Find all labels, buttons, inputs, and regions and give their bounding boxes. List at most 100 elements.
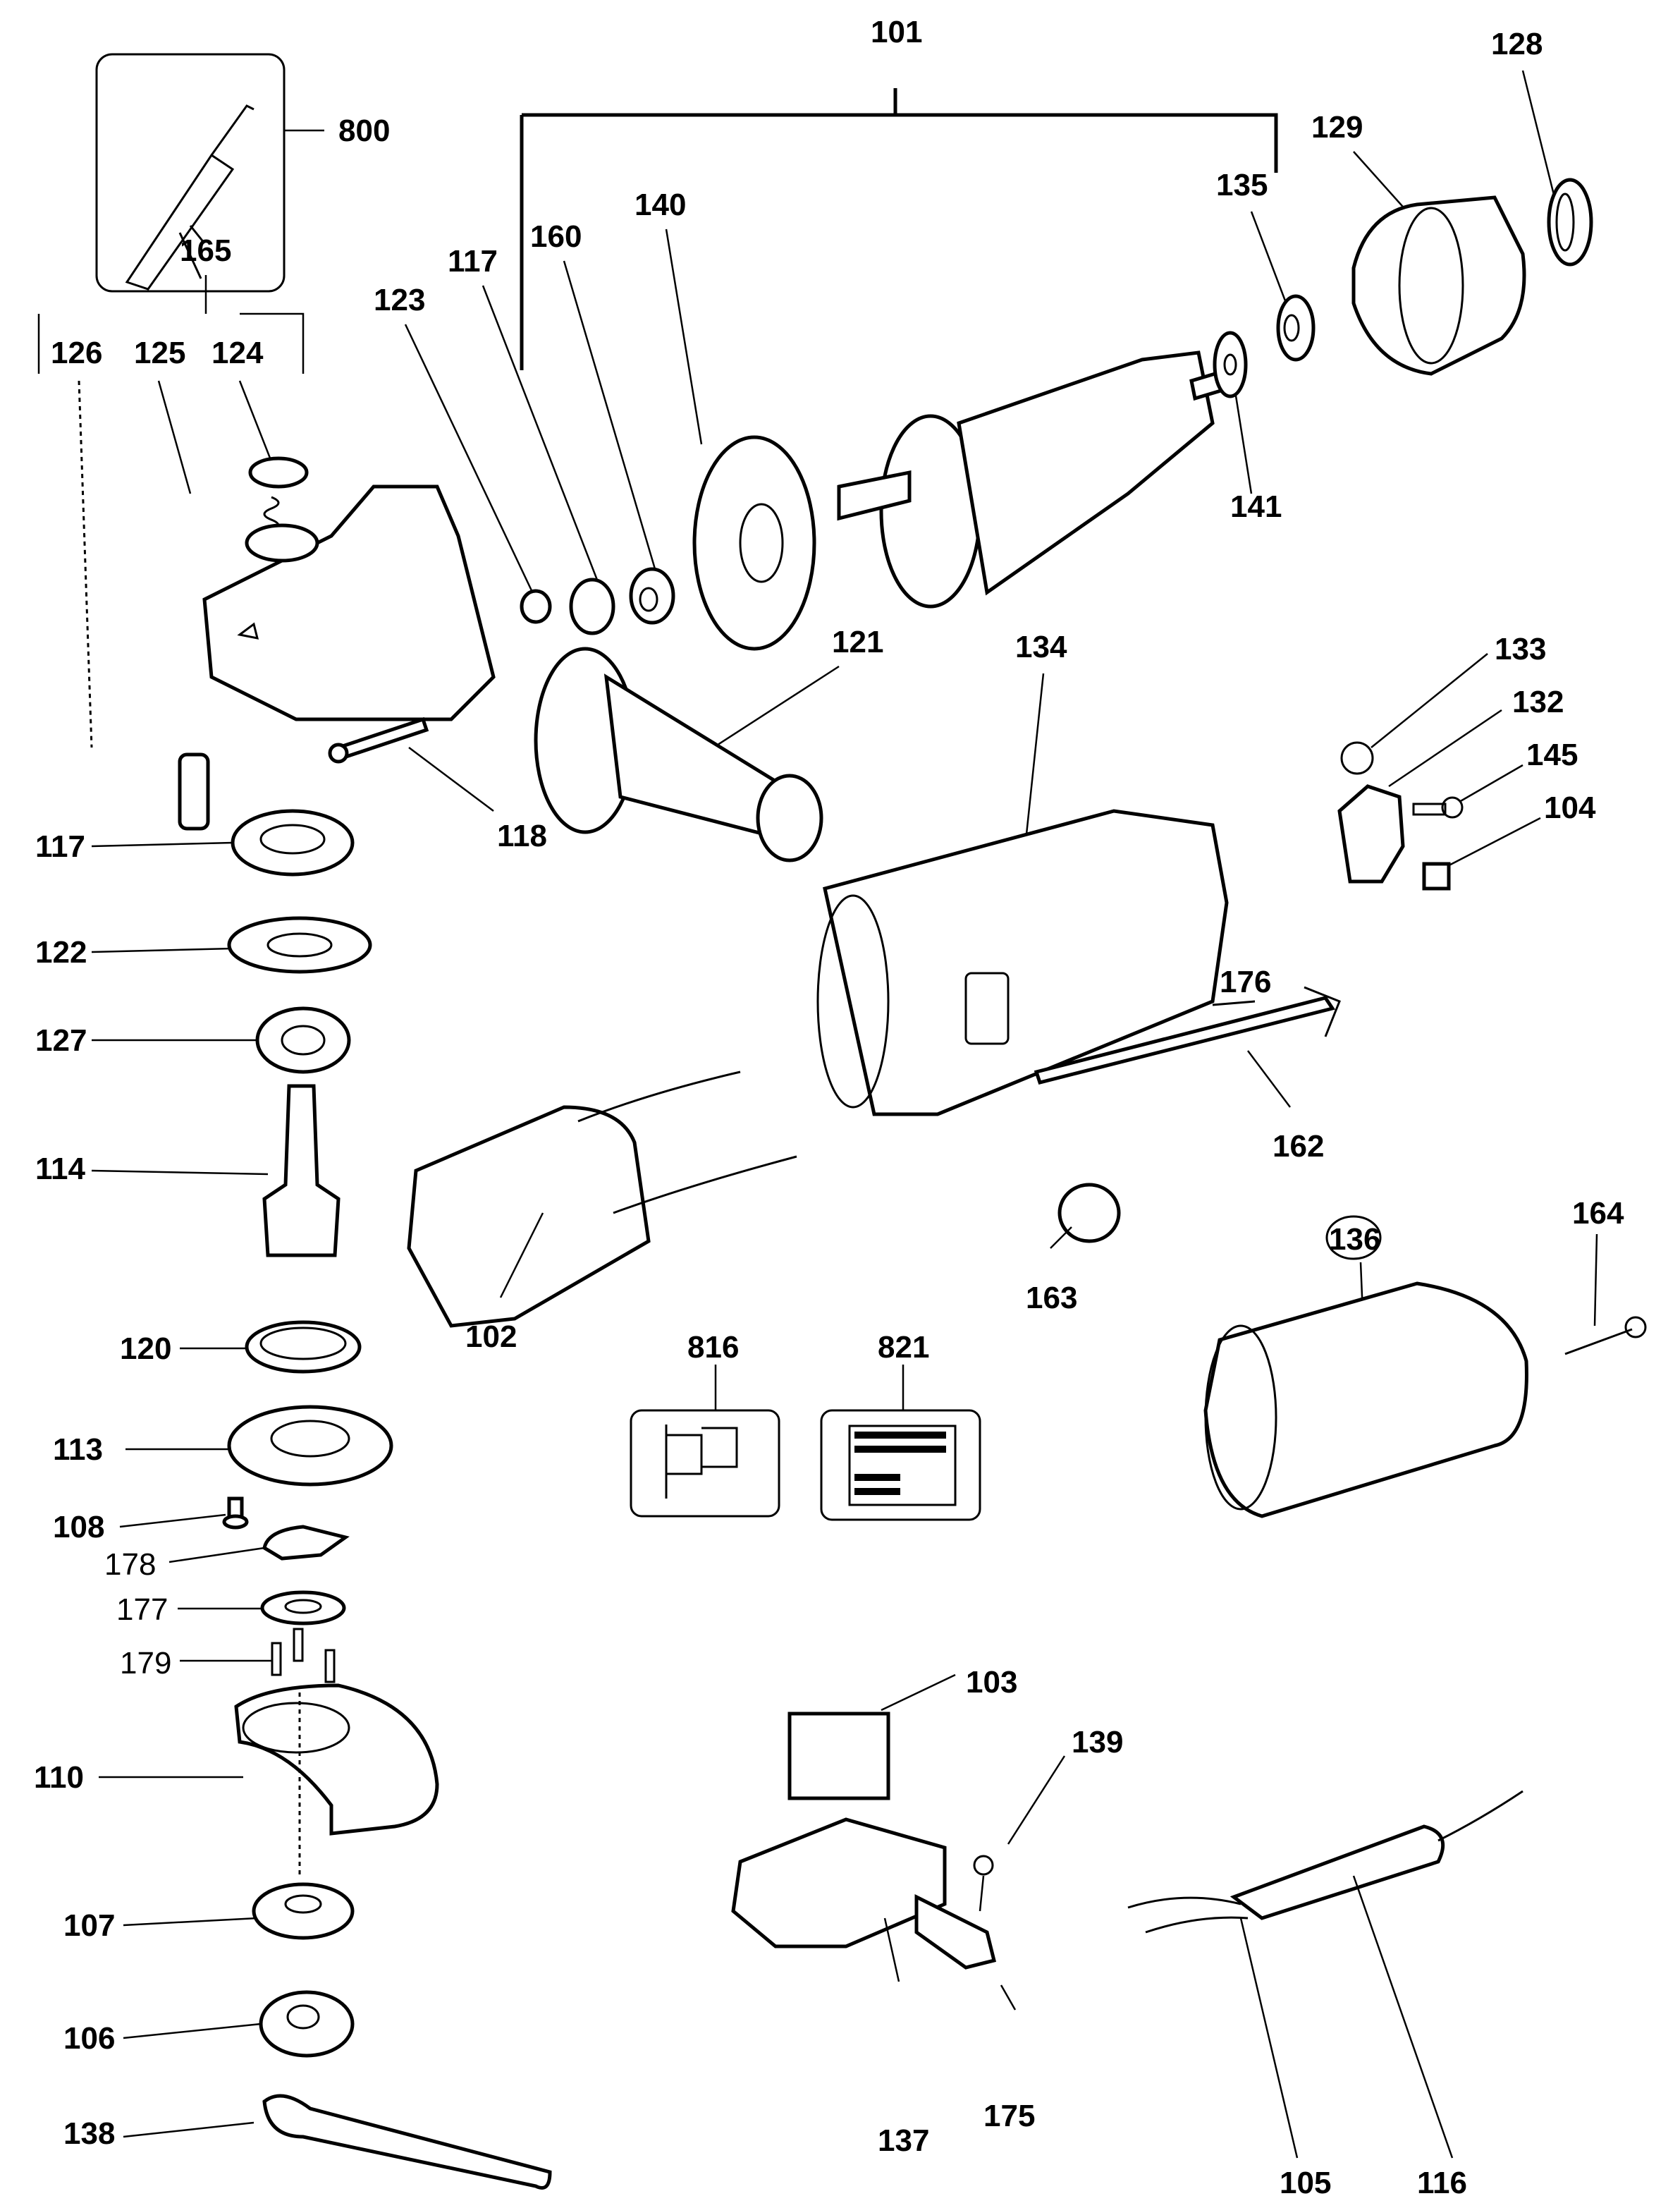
- part-145-screw[interactable]: [1412, 796, 1464, 819]
- label-125: 125: [134, 336, 185, 370]
- part-800-grease-gun[interactable]: 800: [95, 53, 390, 293]
- label-117-pinion: 117: [448, 244, 498, 279]
- label-139: 139: [1072, 1725, 1123, 1759]
- part-175-actuator[interactable]: [914, 1893, 997, 1970]
- label-110: 110: [34, 1760, 84, 1795]
- part-127-bearing[interactable]: [255, 1006, 351, 1074]
- part-140-baffle[interactable]: [692, 435, 816, 651]
- label-141: 141: [1230, 489, 1282, 524]
- label-816: 816: [687, 1330, 739, 1365]
- label-121: 121: [832, 625, 883, 659]
- part-132-brush-holder[interactable]: [1337, 784, 1405, 884]
- part-120-ring[interactable]: [245, 1320, 362, 1374]
- label-123: 123: [374, 283, 425, 317]
- label-129: 129: [1311, 110, 1363, 145]
- part-129-end-cap[interactable]: [1351, 195, 1526, 376]
- part-118-screw[interactable]: [328, 716, 429, 764]
- label-103: 103: [966, 1665, 1017, 1700]
- label-140: 140: [634, 188, 686, 222]
- label-124: 124: [211, 336, 264, 370]
- label-128: 128: [1491, 27, 1543, 61]
- label-145: 145: [1526, 738, 1578, 772]
- label-136-circle: [1325, 1215, 1382, 1260]
- label-135: 135: [1216, 168, 1268, 202]
- label-160: 160: [530, 219, 582, 254]
- part-117-pinion[interactable]: [569, 578, 615, 635]
- part-103-switch[interactable]: [787, 1712, 890, 1800]
- label-132: 132: [1512, 685, 1564, 719]
- part-108-screw[interactable]: [222, 1496, 249, 1530]
- label-117-bevel-gear: 117: [35, 829, 85, 864]
- label-107: 107: [63, 1908, 115, 1943]
- part-110-guard[interactable]: [234, 1683, 439, 1836]
- part-104-carbon-brush[interactable]: [1422, 862, 1451, 891]
- label-137: 137: [878, 2123, 929, 2158]
- label-122: 122: [35, 935, 87, 970]
- part-163-switch-button[interactable]: [1057, 1183, 1121, 1243]
- label-126: 126: [51, 336, 102, 370]
- label-114: 114: [35, 1152, 86, 1186]
- part-122-washer[interactable]: [227, 916, 372, 974]
- part-136-rear-cover[interactable]: [1203, 1281, 1528, 1518]
- part-176-spring[interactable]: [1212, 1000, 1256, 1006]
- label-162: 162: [1273, 1129, 1324, 1164]
- label-101: 101: [871, 15, 922, 49]
- label-164: 164: [1572, 1196, 1624, 1231]
- part-821-rating-label[interactable]: [820, 1409, 981, 1521]
- gear-housing[interactable]: [202, 484, 496, 721]
- part-126-pin[interactable]: [178, 752, 210, 831]
- part-102-field[interactable]: [407, 1070, 797, 1328]
- part-139-screw[interactable]: [973, 1855, 994, 1912]
- armature[interactable]: [837, 350, 1232, 609]
- part-178-gasket[interactable]: [262, 1525, 350, 1561]
- label-138: 138: [63, 2116, 115, 2151]
- part-117-bevel-gear[interactable]: [231, 809, 355, 877]
- label-176: 176: [1220, 965, 1271, 999]
- label-179: 179: [120, 1646, 171, 1680]
- label-133: 133: [1495, 632, 1546, 666]
- label-104: 104: [1544, 791, 1596, 825]
- part-114-spindle[interactable]: [262, 1084, 341, 1257]
- part-133-spring[interactable]: [1340, 741, 1374, 775]
- part-113-bearing-housing[interactable]: [227, 1405, 393, 1487]
- part-124-o-ring[interactable]: [248, 456, 309, 489]
- part-177-clamp-plate[interactable]: [260, 1590, 346, 1625]
- label-108: 108: [53, 1510, 104, 1544]
- part-179-screws[interactable]: [271, 1628, 336, 1683]
- part-135-bearing[interactable]: [1276, 294, 1316, 362]
- label-178: 178: [104, 1547, 156, 1582]
- label-136: 136: [1329, 1222, 1380, 1257]
- part-107-inner-flange[interactable]: [252, 1882, 355, 1940]
- label-163: 163: [1026, 1281, 1077, 1315]
- part-164-screw[interactable]: [1564, 1316, 1647, 1355]
- label-821: 821: [878, 1330, 929, 1365]
- label-127: 127: [35, 1023, 87, 1058]
- part-121-side-handle[interactable]: [534, 647, 823, 862]
- part-816-flag-label[interactable]: [630, 1409, 780, 1518]
- label-118: 118: [497, 819, 547, 853]
- label-113: 113: [53, 1432, 103, 1467]
- part-141-washer[interactable]: [1213, 331, 1248, 398]
- bracket-165: 165: [37, 233, 305, 374]
- label-165: 165: [180, 233, 231, 268]
- part-138-spanner[interactable]: [262, 2094, 552, 2190]
- label-134: 134: [1015, 630, 1067, 664]
- part-137-switch-housing[interactable]: [731, 1817, 947, 1948]
- label-105: 105: [1280, 2166, 1331, 2196]
- label-102: 102: [465, 1319, 517, 1354]
- part-162-switch-rod[interactable]: [1034, 986, 1341, 1085]
- part-160-bearing[interactable]: [629, 567, 675, 625]
- part-106-outer-flange[interactable]: [259, 1990, 355, 2058]
- label-800: 800: [338, 114, 390, 148]
- label-175: 175: [983, 2099, 1035, 2133]
- label-177: 177: [116, 1592, 168, 1627]
- label-120: 120: [120, 1331, 171, 1366]
- label-116: 116: [1417, 2166, 1467, 2196]
- part-105-cord[interactable]: [1127, 1896, 1249, 1934]
- label-106: 106: [63, 2021, 115, 2056]
- part-116-cord-protector[interactable]: [1230, 1790, 1523, 1920]
- part-123-nut[interactable]: [520, 589, 552, 624]
- part-128-ring[interactable]: [1547, 178, 1593, 267]
- part-134-motor-housing[interactable]: [816, 809, 1229, 1116]
